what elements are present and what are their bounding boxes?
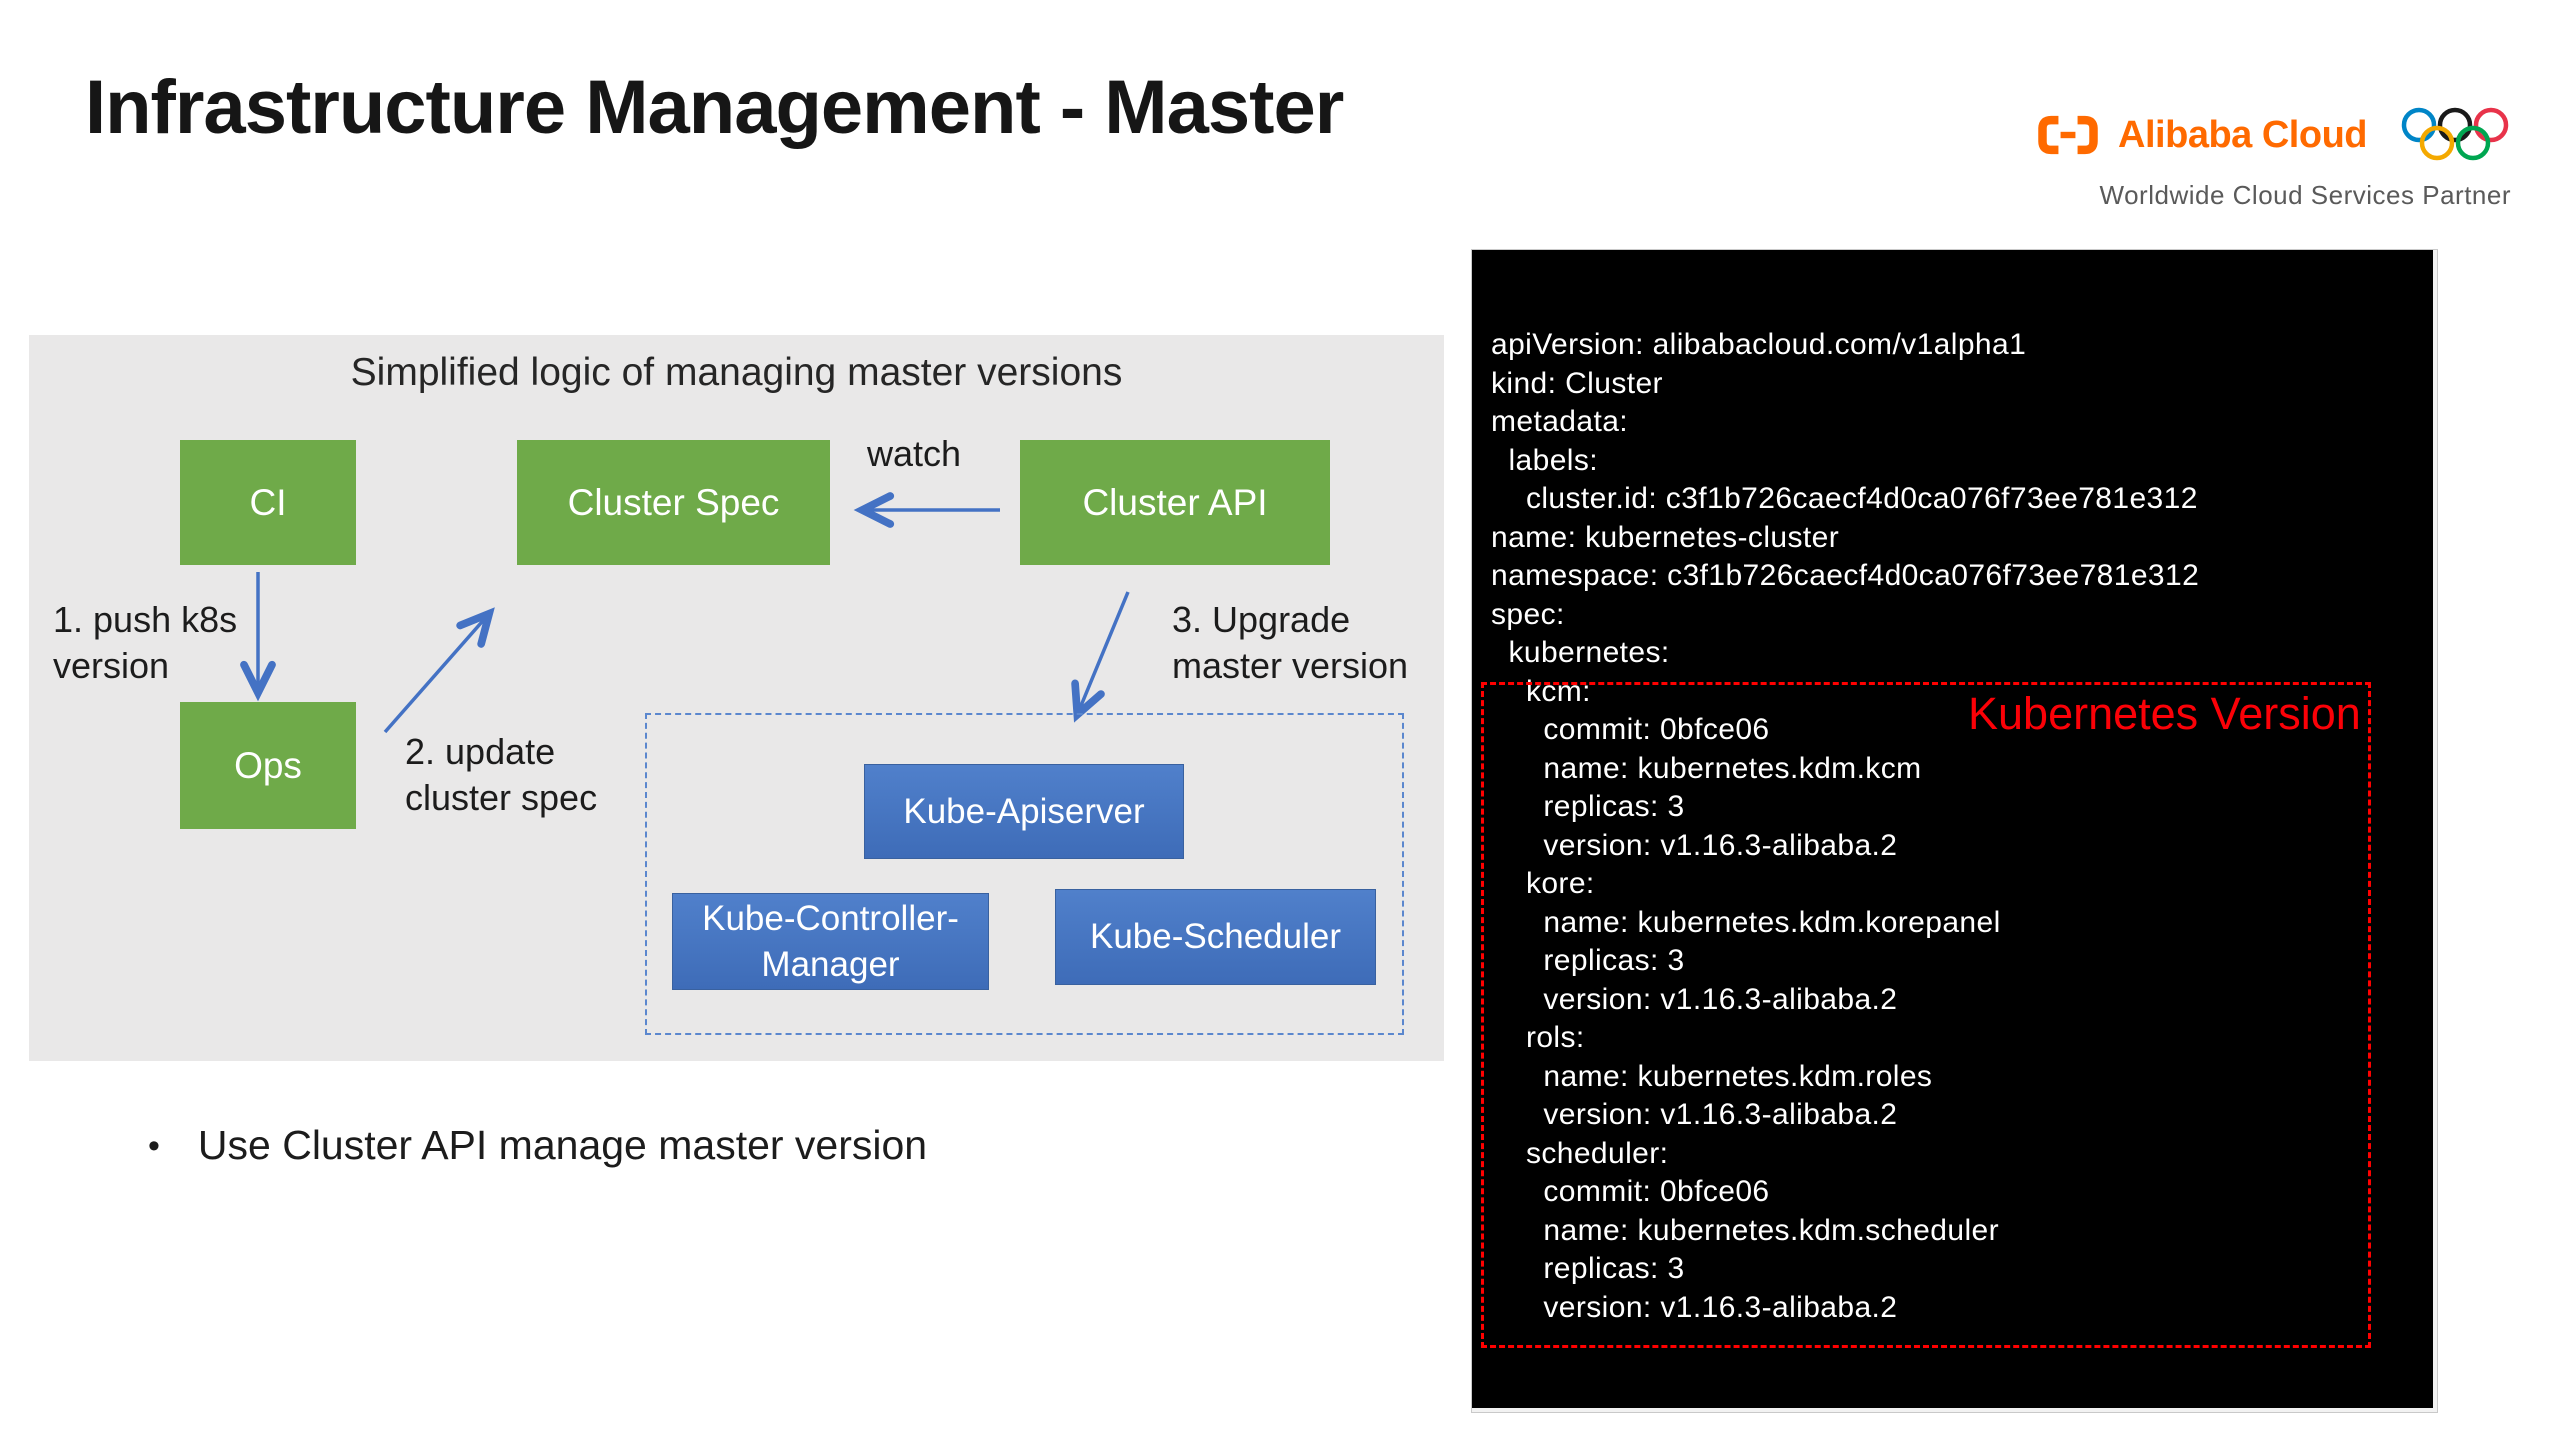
annotation-step3: 3. Upgrade master version bbox=[1172, 599, 1409, 686]
alibaba-cloud-logo: Alibaba Cloud Worldwide Cloud Services P… bbox=[2038, 100, 2511, 211]
node-kube-apiserver: Kube-Apiserver bbox=[864, 764, 1184, 859]
bullet-text: Use Cluster API manage master version bbox=[197, 1122, 928, 1168]
brand-name: Alibaba Cloud bbox=[2118, 113, 2367, 156]
node-cluster-api: Cluster API bbox=[1020, 440, 1330, 565]
logo-tagline: Worldwide Cloud Services Partner bbox=[2099, 180, 2511, 210]
terminal-window: apiVersion: alibabacloud.com/v1alpha1 ki… bbox=[1472, 250, 2437, 1412]
node-ci: CI bbox=[180, 440, 356, 565]
logo-row: Alibaba Cloud bbox=[2038, 100, 2511, 170]
diagram-heading: Simplified logic of managing master vers… bbox=[350, 351, 1123, 394]
node-kube-scheduler: Kube-Scheduler bbox=[1055, 889, 1376, 985]
annotation-step2: 2. update cluster spec bbox=[405, 731, 598, 818]
node-cluster-spec-label: Cluster Spec bbox=[567, 481, 780, 523]
cluster-yaml-text: apiVersion: alibabacloud.com/v1alpha1 ki… bbox=[1491, 328, 2200, 1324]
diagram-panel: Simplified logic of managing master vers… bbox=[29, 335, 1444, 1061]
page-title: Infrastructure Management - Master bbox=[85, 65, 1344, 150]
node-kube-controller-manager-label: Kube-Controller- Manager bbox=[702, 899, 959, 984]
node-kube-apiserver-label: Kube-Apiserver bbox=[903, 791, 1145, 831]
bullet-item: • Use Cluster API manage master version bbox=[148, 1122, 927, 1171]
node-cluster-api-label: Cluster API bbox=[1082, 481, 1268, 523]
arrow-ops-to-cluster-spec bbox=[383, 607, 495, 734]
node-ops-label: Ops bbox=[234, 744, 302, 786]
annotation-watch: watch bbox=[867, 433, 962, 474]
kubernetes-version-label: Kubernetes Version bbox=[1968, 688, 2361, 739]
node-ops: Ops bbox=[180, 702, 356, 829]
master-components-group bbox=[645, 713, 1404, 1035]
annotation-step1: 1. push k8s version bbox=[53, 599, 238, 686]
node-kube-scheduler-label: Kube-Scheduler bbox=[1090, 917, 1341, 957]
alibaba-brackets-icon bbox=[2034, 110, 2102, 160]
node-cluster-spec: Cluster Spec bbox=[517, 440, 830, 565]
node-kube-controller-manager: Kube-Controller- Manager bbox=[672, 893, 989, 990]
olympic-rings-icon bbox=[2399, 103, 2511, 167]
arrow-cluster-api-to-master-components bbox=[1071, 591, 1130, 723]
node-ci-label: CI bbox=[249, 481, 287, 523]
bullet-dot: • bbox=[148, 1127, 160, 1165]
